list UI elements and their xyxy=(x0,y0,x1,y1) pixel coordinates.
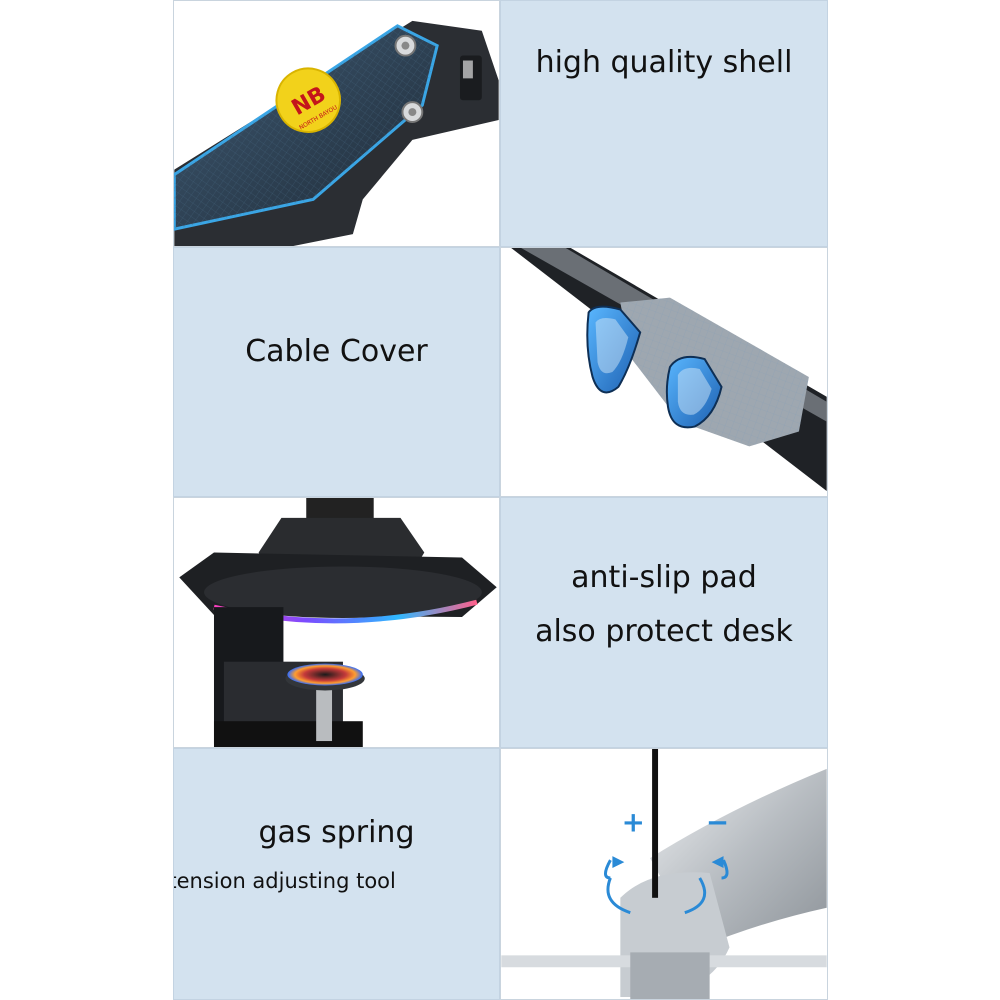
pad-caption-panel: anti-slip pad also protect desk xyxy=(500,497,828,748)
spring-caption-line1: gas spring xyxy=(258,815,415,850)
desk-clamp-illustration xyxy=(174,498,499,747)
shell-caption-panel: high quality shell xyxy=(500,0,828,247)
plus-sign: + xyxy=(622,805,645,838)
cable-caption-panel: Cable Cover xyxy=(173,247,500,497)
tension-photo: + − xyxy=(500,748,828,1000)
clamp-photo xyxy=(173,497,500,748)
cable-cover-illustration xyxy=(501,248,827,496)
cable-photo xyxy=(500,247,828,497)
spring-caption-panel: gas spring with tension adjusting tool xyxy=(173,748,500,1000)
pad-caption-line2: also protect desk xyxy=(535,614,793,649)
spring-caption-line2: with tension adjusting tool xyxy=(173,869,396,893)
cable-caption: Cable Cover xyxy=(245,334,428,369)
north-bayou-logo: NB NORTH BAYOU xyxy=(275,67,341,133)
tension-adjust-illustration: + − xyxy=(501,749,827,999)
shell-arm-illustration: NB NORTH BAYOU xyxy=(174,1,499,246)
pad-caption-line1: anti-slip pad xyxy=(571,560,757,595)
feature-grid: NB NORTH BAYOU high quality shell Cable … xyxy=(173,0,828,1000)
shell-photo: NB NORTH BAYOU xyxy=(173,0,500,247)
shell-caption: high quality shell xyxy=(535,45,793,80)
minus-sign: − xyxy=(706,805,729,838)
